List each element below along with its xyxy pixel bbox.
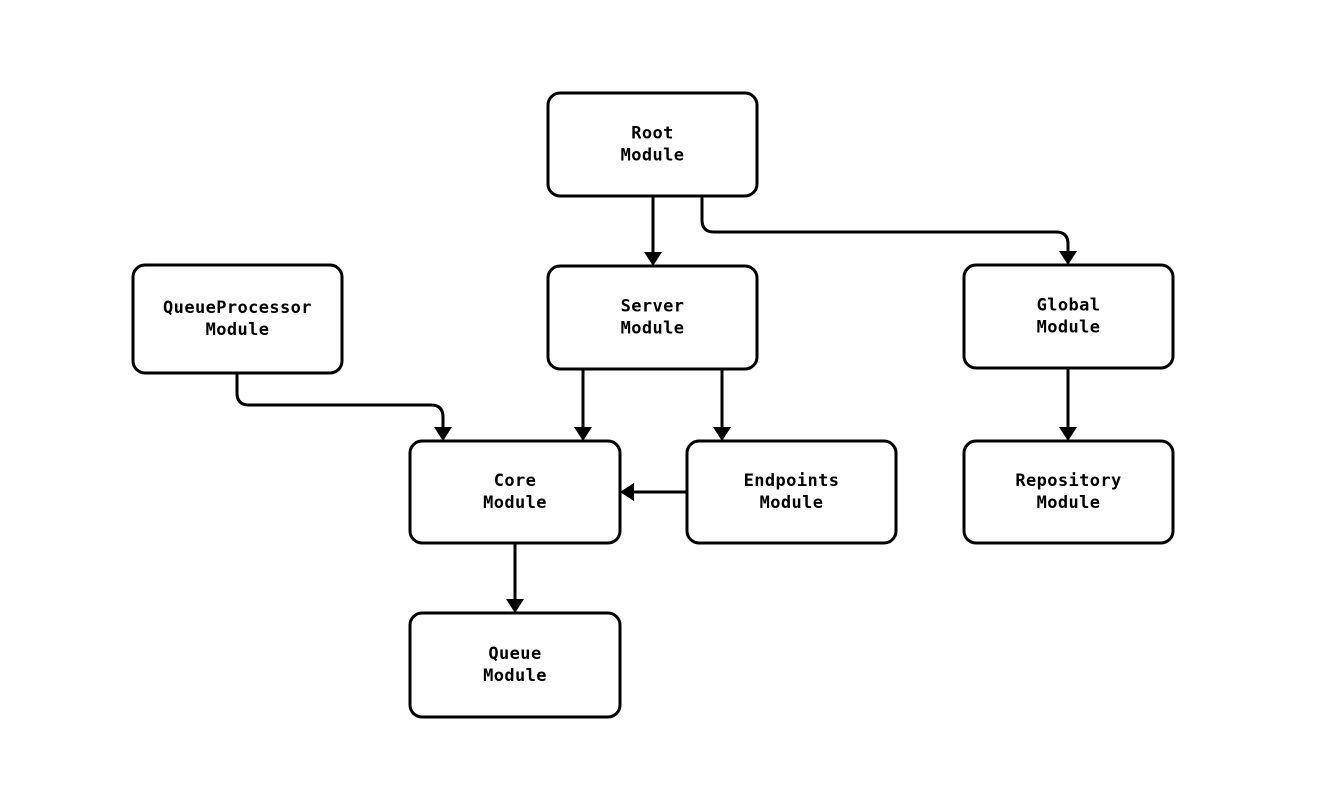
edge-root-to-global [700,196,1077,265]
edge-core-to-queue [506,543,524,613]
core-module-label-line2: Module [483,493,547,513]
edges-layer [235,196,1077,613]
endpoints-module-box[interactable] [685,439,898,545]
edge-root-to-server-arrowhead-icon [644,252,662,266]
edge-root-to-global-arrowhead-icon [1059,251,1077,265]
queue-module-label-line2: Module [483,666,547,686]
edge-queueprocessor-to-core-arrowhead-icon [434,427,452,441]
queueprocessor-module-label-line2: Module [206,320,270,340]
queueprocessor-module-box[interactable] [131,263,344,375]
server-module-box[interactable] [546,264,759,371]
root-module-box[interactable] [546,91,759,198]
edge-global-to-repository-arrowhead-icon [1059,427,1077,441]
global-module-box[interactable] [962,263,1175,370]
core-module-box[interactable] [408,439,622,545]
queue-module-label-line1: Queue [488,644,541,664]
queue-module-box[interactable] [408,611,622,719]
edge-server-to-core [574,369,592,441]
repository-module-label-line1: Repository [1015,471,1121,491]
edge-core-to-queue-arrowhead-icon [506,599,524,613]
server-module-label-line1: Server [621,297,685,317]
edge-root-to-server [644,196,662,266]
root-module-label-line2: Module [621,146,685,166]
global-module-label-line1: Global [1037,296,1101,316]
edge-endpoints-to-core-arrowhead-icon [620,483,634,501]
edge-endpoints-to-core [620,483,687,501]
repository-module-label-line2: Module [1037,493,1101,513]
edge-global-to-repository [1059,368,1077,441]
root-module-label-line1: Root [631,124,674,144]
endpoints-module-label-line2: Module [760,493,824,513]
repository-module-box[interactable] [962,439,1175,545]
endpoints-module-label-line1: Endpoints [744,471,840,491]
edge-server-to-core-arrowhead-icon [574,427,592,441]
edge-root-to-global-line [700,196,1070,251]
global-module-label-line2: Module [1037,318,1101,338]
edge-server-to-endpoints-arrowhead-icon [713,427,731,441]
edge-server-to-endpoints [713,369,731,441]
core-module-label-line1: Core [494,471,537,491]
queueprocessor-module-label-line1: QueueProcessor [163,298,312,318]
edge-queueprocessor-to-core-line [235,373,445,427]
server-module-label-line2: Module [621,319,685,339]
edge-queueprocessor-to-core [235,373,452,441]
